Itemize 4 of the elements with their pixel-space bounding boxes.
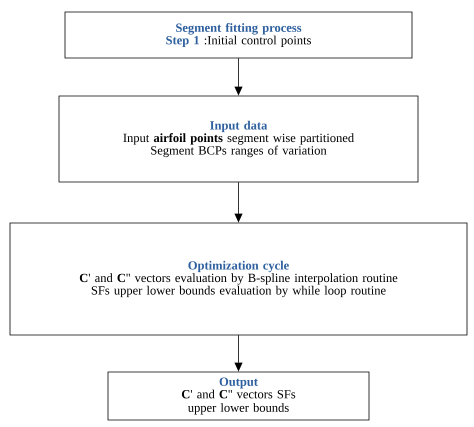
process-box: Input data Input airfoil points segment wise partitioned Segment BCPs ranges of variation bbox=[58, 96, 418, 182]
process-box: Output C' and C'' vectors SFs upper lower bounds bbox=[108, 372, 370, 420]
process-box: Optimization cycle C' and C'' vectors evaluation by B-spline interpolation routine SFs upper lower bounds evaluation by while loop routine bbox=[10, 222, 468, 336]
process-box: Segment fitting process Step 1 :Initial control points bbox=[64, 12, 412, 58]
